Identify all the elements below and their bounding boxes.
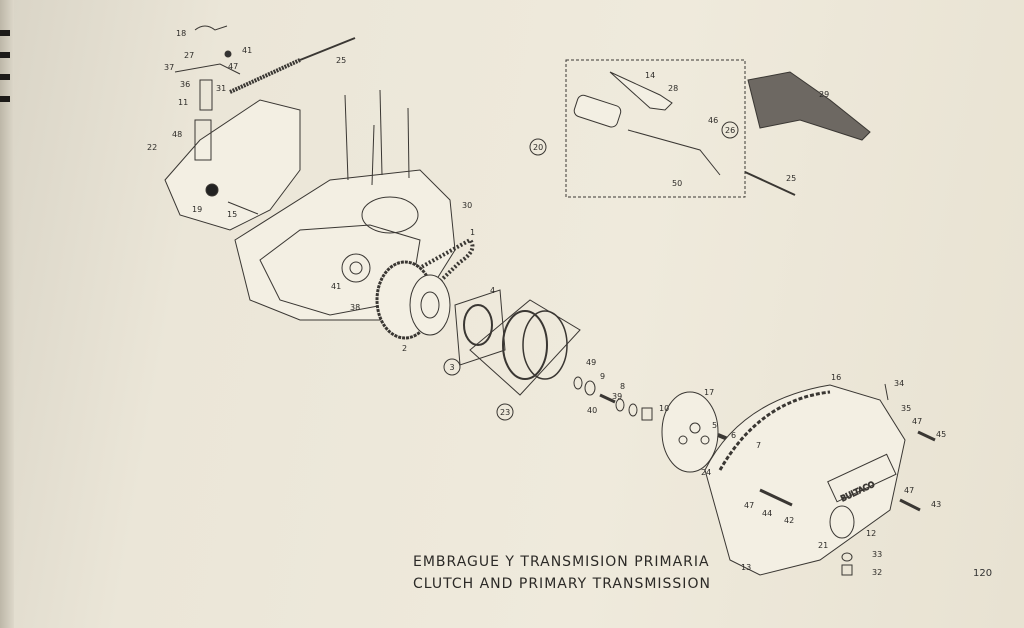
callout-8: 8 [620,382,625,391]
callout-29: 29 [819,90,829,99]
primary-cover: BULTACO [704,383,936,576]
binding-hole [0,30,10,36]
callout-41: 41 [331,282,341,291]
callout-4: 4 [490,286,495,295]
callout-circle [443,358,461,376]
callout-9: 9 [600,372,605,381]
callout-5: 5 [712,421,717,430]
callout-30: 30 [462,201,472,210]
callout-circle [721,121,739,139]
binding-hole [0,74,10,80]
callout-2: 2 [402,344,407,353]
callout-3: 3 [450,363,455,372]
callout-21: 21 [818,541,828,550]
callout-13: 13 [741,563,751,572]
callout-22: 22 [147,143,157,152]
callout-23: 23 [500,408,510,417]
callout-32: 32 [872,568,882,577]
page-number: 120 [973,568,993,579]
callout-circle [529,138,547,156]
caption-spanish: EMBRAGUE Y TRANSMISION PRIMARIA [413,554,710,570]
callout-25: 25 [336,56,346,65]
callout-10: 10 [659,404,669,413]
callout-44: 44 [762,509,772,518]
callout-20: 20 [533,143,543,152]
page-binding [0,0,14,628]
callout-18: 18 [176,29,186,38]
primary-chain-clutch [375,237,736,473]
callout-24: 24 [701,468,711,477]
callout-14: 14 [645,71,655,80]
callout-37: 37 [164,63,174,72]
callout-41: 41 [242,46,252,55]
callout-36: 36 [180,80,190,89]
callout-26: 26 [725,126,735,135]
callout-27: 27 [184,51,194,60]
callout-35: 35 [901,404,911,413]
callout-46: 46 [708,116,718,125]
clutch-lever-mechanism [174,25,356,197]
binding-hole [0,52,10,58]
callout-circle [496,403,514,421]
callout-39: 39 [612,392,622,401]
callout-1: 1 [470,228,475,237]
callout-50: 50 [672,179,682,188]
callout-40: 40 [587,406,597,415]
callout-42: 42 [784,516,794,525]
callout-7: 7 [756,441,761,450]
callout-25: 25 [786,174,796,183]
callout-45: 45 [936,430,946,439]
callout-12: 12 [866,529,876,538]
callout-16: 16 [831,373,841,382]
caption-english: CLUTCH AND PRIMARY TRANSMISSION [413,576,711,592]
callout-43: 43 [931,500,941,509]
callout-19: 19 [192,205,202,214]
callout-15: 15 [227,210,237,219]
callout-31: 31 [216,84,226,93]
callout-47: 47 [228,62,238,71]
callout-33: 33 [872,550,882,559]
handlebar-lever-inset [565,59,871,198]
callout-11: 11 [178,98,188,107]
callout-6: 6 [731,431,736,440]
binding-hole [0,96,10,102]
callout-47: 47 [744,501,754,510]
callout-28: 28 [668,84,678,93]
callout-17: 17 [704,388,714,397]
callout-47: 47 [904,486,914,495]
callout-47: 47 [912,417,922,426]
callout-38: 38 [350,303,360,312]
callout-49: 49 [586,358,596,367]
callout-48: 48 [172,130,182,139]
callout-34: 34 [894,379,904,388]
